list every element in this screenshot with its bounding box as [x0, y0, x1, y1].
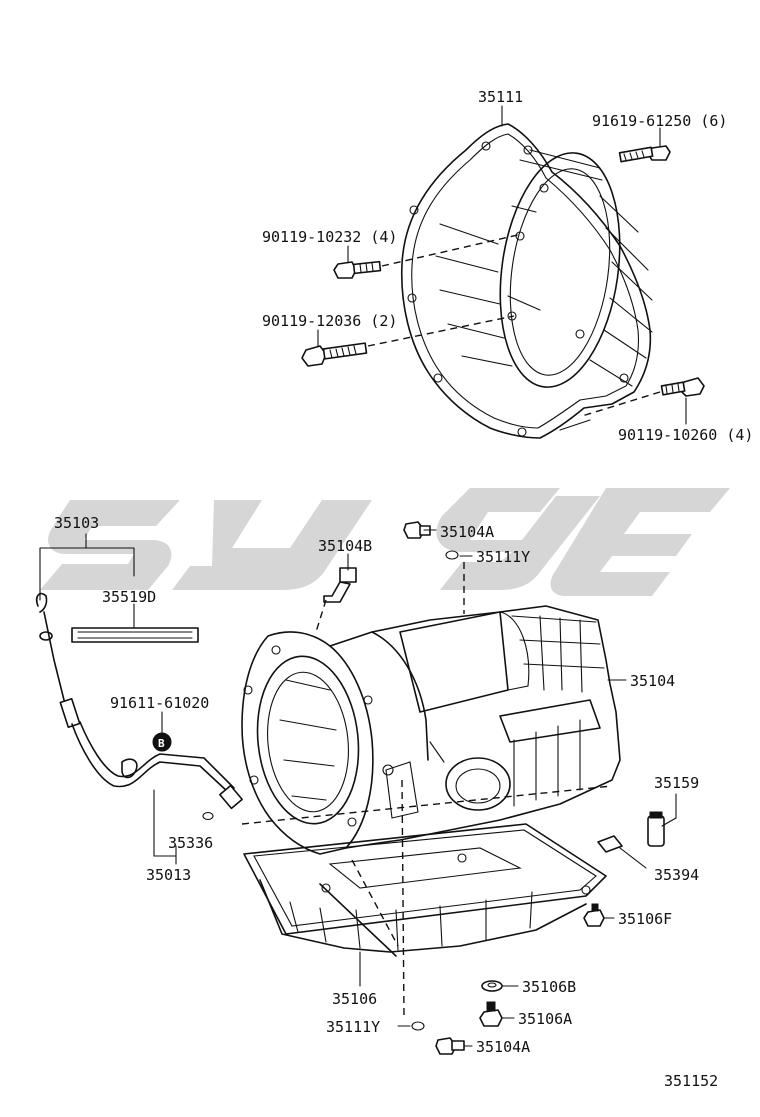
label-35106: 35106	[332, 990, 377, 1008]
label-91619-61250: 91619-61250 (6)	[592, 112, 727, 130]
label-90119-10260: 90119-10260 (4)	[618, 426, 753, 444]
watermark-logo	[40, 488, 730, 596]
label-35104a-bottom: 35104A	[476, 1038, 530, 1056]
bolt-90119-10232	[333, 233, 523, 279]
label-circle-b: B	[158, 737, 165, 750]
label-35013: 35013	[146, 866, 191, 884]
oil-pan	[241, 779, 613, 1019]
part-labels: 35111 91619-61250 (6) 90119-10232 (4) 90…	[54, 88, 753, 1090]
label-35106b: 35106B	[522, 978, 576, 996]
label-35104: 35104	[630, 672, 675, 690]
leader-lines	[39, 105, 687, 1047]
bolt-90119-10260	[581, 377, 705, 417]
label-35111y-bottom: 35111Y	[326, 1018, 380, 1036]
dipstick-tube	[35, 592, 243, 821]
bolt-90119-12036	[301, 315, 515, 367]
diagram-id: 351152	[664, 1072, 718, 1090]
label-35103: 35103	[54, 514, 99, 532]
label-35519d: 35519D	[102, 588, 156, 606]
label-35106a: 35106A	[518, 1010, 572, 1028]
small-parts	[152, 521, 665, 1055]
label-35111y-top: 35111Y	[476, 548, 530, 566]
label-90119-12036: 90119-12036 (2)	[262, 312, 397, 330]
label-35111: 35111	[478, 88, 523, 106]
label-35394: 35394	[654, 866, 699, 884]
label-35336: 35336	[168, 834, 213, 852]
label-35104a-top: 35104A	[440, 523, 494, 541]
label-35159: 35159	[654, 774, 699, 792]
bolt-91619-61250	[618, 145, 671, 163]
transmission-case	[241, 605, 621, 855]
bell-housing	[400, 123, 653, 439]
label-91611-61020: 91611-61020	[110, 694, 209, 712]
label-35104b: 35104B	[318, 537, 372, 555]
label-90119-10232: 90119-10232 (4)	[262, 228, 397, 246]
label-35106f: 35106F	[618, 910, 672, 928]
